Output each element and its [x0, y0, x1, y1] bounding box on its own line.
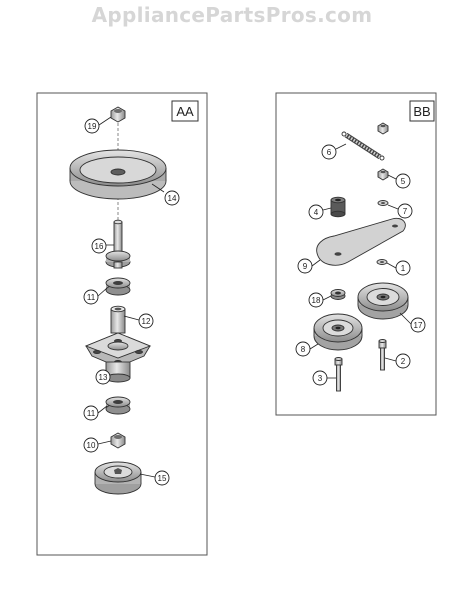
svg-text:7: 7 — [403, 207, 408, 216]
part-16-spindle-shaft — [105, 219, 131, 269]
part-4-spacer — [330, 196, 346, 218]
panel-label-bb: BB — [409, 100, 435, 122]
part-17-idler-pulley — [357, 282, 409, 320]
callout-5: 5 — [395, 173, 411, 189]
callout-6: 6 — [321, 144, 337, 160]
part-3-bolt — [334, 357, 343, 392]
svg-text:3: 3 — [318, 374, 323, 383]
svg-text:18: 18 — [312, 296, 321, 305]
part-1-washer — [376, 259, 388, 265]
callout-2: 2 — [395, 353, 411, 369]
callout-13: 13 — [95, 369, 111, 385]
svg-text:15: 15 — [158, 474, 167, 483]
part-5-nut — [377, 168, 389, 181]
panel-label-aa: AA — [171, 100, 199, 122]
svg-text:16: 16 — [95, 242, 104, 251]
svg-text:12: 12 — [142, 317, 151, 326]
callout-1: 1 — [395, 260, 411, 276]
svg-text:11: 11 — [87, 409, 96, 418]
part-7-washer — [377, 200, 389, 206]
part-14-pulley — [69, 149, 167, 200]
part-12-spacer — [110, 305, 126, 334]
callout-16: 16 — [91, 238, 107, 254]
svg-text:13: 13 — [99, 373, 108, 382]
svg-text:AA: AA — [176, 104, 194, 119]
part-nut-top — [377, 122, 389, 135]
part-8-idler-pulley — [313, 313, 363, 351]
callout-7: 7 — [397, 203, 413, 219]
panel-aa: AA — [36, 92, 208, 556]
svg-text:9: 9 — [303, 262, 308, 271]
svg-text:6: 6 — [327, 148, 332, 157]
part-11-bearing-upper — [105, 277, 131, 296]
callout-12: 12 — [138, 313, 154, 329]
svg-text:8: 8 — [301, 345, 306, 354]
part-10-nut — [110, 432, 126, 449]
callout-15: 15 — [154, 470, 170, 486]
callout-17: 17 — [410, 317, 426, 333]
svg-text:19: 19 — [88, 122, 97, 131]
panel-bb: BB — [275, 92, 437, 416]
svg-text:17: 17 — [414, 321, 423, 330]
callout-8: 8 — [295, 341, 311, 357]
callout-4: 4 — [308, 204, 324, 220]
callout-3: 3 — [312, 370, 328, 386]
svg-text:4: 4 — [314, 208, 319, 217]
callout-18: 18 — [308, 292, 324, 308]
svg-text:BB: BB — [413, 104, 430, 119]
callout-11-lower: 11 — [83, 405, 99, 421]
svg-text:5: 5 — [401, 177, 406, 186]
part-18-bushing — [330, 289, 346, 300]
part-11-bearing-lower — [105, 396, 131, 415]
callout-10: 10 — [83, 437, 99, 453]
svg-text:14: 14 — [168, 194, 177, 203]
svg-text:10: 10 — [87, 441, 96, 450]
svg-text:11: 11 — [87, 293, 96, 302]
part-19-nut — [110, 106, 126, 123]
part-2-bolt — [378, 339, 387, 371]
svg-text:2: 2 — [401, 357, 406, 366]
callout-11-upper: 11 — [83, 289, 99, 305]
watermark: AppliancePartsPros.com — [91, 3, 373, 27]
callout-14: 14 — [164, 190, 180, 206]
part-9-idler-arm — [316, 217, 406, 266]
part-6-spring — [341, 131, 385, 161]
part-15-blade-adapter — [94, 461, 142, 495]
callout-9: 9 — [297, 258, 313, 274]
svg-text:1: 1 — [401, 264, 406, 273]
part-13-spindle-housing — [84, 332, 152, 383]
callout-19: 19 — [84, 118, 100, 134]
